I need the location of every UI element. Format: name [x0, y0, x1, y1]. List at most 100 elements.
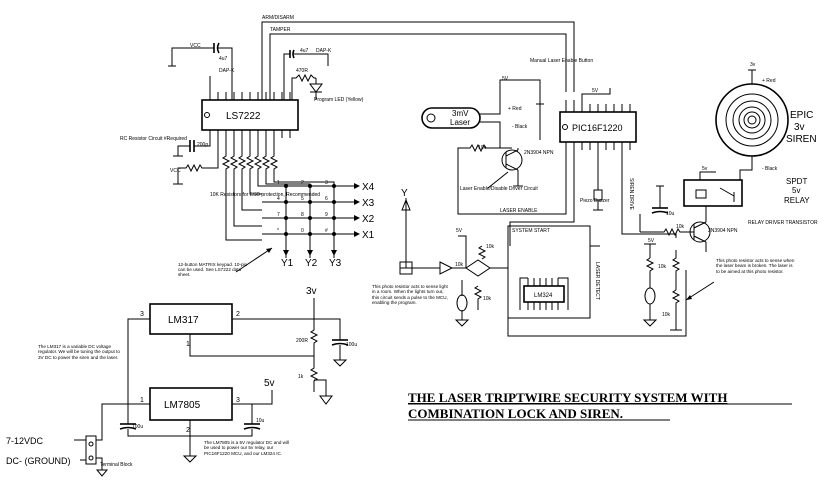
- cap-relay: 10u: [666, 211, 675, 217]
- res-sensor-3: 10k: [483, 296, 492, 302]
- lm317-note: The LM317 is a variable DC voltage regul…: [38, 344, 120, 360]
- transistor-relay: 2N3904 NPN: [708, 228, 738, 234]
- pin-317-adj: 1: [186, 341, 190, 348]
- col-y1: Y1: [281, 258, 294, 269]
- rc-note-label: RC Resistor Circuit #Required: [120, 136, 187, 142]
- laser-label-2: Laser: [450, 118, 470, 127]
- lm7805-note: The LM7805 is a 5V regulator DC and will…: [204, 440, 289, 456]
- key-8: 8: [301, 212, 304, 218]
- relay-section: 5v SPDT 5v RELAY RELAY DRIVER TRANSISTOR…: [639, 166, 818, 252]
- key-2: 2: [301, 180, 304, 186]
- cap-mid-label: 4u7: [300, 48, 309, 54]
- input-dc-plus: 7-12VDC: [6, 436, 44, 446]
- laser-black: - Black: [512, 124, 528, 130]
- cap-10u: 10u: [256, 418, 265, 424]
- ls7222-chip: [201, 99, 299, 131]
- key-4: 4: [277, 196, 280, 202]
- v5-laser: 5V: [502, 76, 509, 82]
- laser-detect-label: LASER DETECT: [594, 262, 600, 300]
- pin-317-in: 3: [140, 311, 144, 318]
- laser-enable-label: LASER ENABLE: [500, 208, 538, 214]
- power-supply-section: LM317 3 2 1 3v 200R 1k 100u LM7805 1 3 2…: [6, 286, 357, 477]
- input-dc-minus: DC- (GROUND): [6, 456, 71, 466]
- vcc-label-1: VCC: [190, 43, 201, 49]
- res-sensor-1: 10k: [455, 262, 464, 268]
- title-line-1: THE LASER TRIPTWIRE SECURITY SYSTEM WITH: [408, 390, 727, 405]
- lm7805-chip: [149, 387, 233, 421]
- arm-disarm-label: ARM/DISARM: [262, 15, 294, 21]
- cap-100u: 100u: [346, 342, 357, 348]
- sensor-section: Y 10k 5V 10k 10k This photo resistor act…: [372, 188, 794, 337]
- siren-label-3: SIREN: [786, 134, 817, 145]
- relay-driver-label: RELAY DRIVER TRANSISTOR: [748, 220, 818, 226]
- lm324-chip: [523, 285, 565, 303]
- keypad-controller-section: VCC 4u7 DAP-K 4u7 DAP-K 470R Program LED…: [120, 42, 364, 258]
- ls7222-bottom-pins: [209, 130, 291, 138]
- axis-y: Y: [401, 188, 408, 199]
- res-relay: 10k: [676, 224, 685, 230]
- siren-red: + Red: [762, 78, 776, 84]
- pin-7805-gnd: 2: [186, 427, 190, 434]
- res-laser: 10k: [478, 145, 487, 151]
- res-200r: 200R: [296, 338, 308, 344]
- cap-mid-type: DAP-K: [316, 48, 332, 54]
- keypad-note: 12-button MATRIX keypad. 10-pin can be u…: [178, 262, 247, 277]
- laser-red: + Red: [508, 106, 522, 112]
- key-3: 3: [325, 180, 328, 186]
- key-6: 6: [325, 196, 328, 202]
- res-cap-left-label: 200p: [197, 142, 208, 148]
- system-start-label: SYSTEM START: [512, 228, 550, 234]
- manual-laser-label: Manual Laser Enable Button: [530, 58, 593, 64]
- siren-black: - Black: [762, 166, 778, 172]
- out-5v: 5v: [264, 378, 275, 389]
- out-3v: 3v: [306, 286, 317, 297]
- lm317-chip: [149, 303, 233, 335]
- ls7222-label: LS7222: [226, 111, 261, 122]
- res-note-label: 10K Resistors for ESD protection, Recomm…: [210, 192, 320, 198]
- ls7222-top-pins: [209, 92, 291, 100]
- reg-7805-label: LM7805: [164, 400, 201, 411]
- relay-box: [683, 179, 743, 207]
- col-y3: Y3: [329, 258, 342, 269]
- v5-mcu: 5V: [592, 88, 599, 94]
- laser-transistor: [501, 149, 523, 171]
- col-y2: Y2: [305, 258, 318, 269]
- laser-section: 3mV Laser 5V + Red - Black Manual Laser …: [421, 58, 593, 215]
- transistor-laser: 2N3904 NPN: [524, 150, 554, 156]
- mcu-section: PIC16F1220 5V Piezo Buzzer SIREN DRIVE: [509, 88, 677, 246]
- cap-100u-2: 100u: [132, 424, 143, 430]
- siren-v: 3v: [750, 62, 756, 68]
- row-x3: X3: [362, 198, 375, 209]
- tamper-label: TAMPER: [270, 27, 291, 33]
- laser-module: [421, 107, 481, 129]
- mcu-label: PIC16F1220: [572, 123, 623, 133]
- res-sensor-2: 10k: [486, 244, 495, 250]
- siren-label-1: EPIC: [790, 110, 813, 121]
- siren-body: [715, 83, 789, 157]
- reg-317-label: LM317: [168, 315, 199, 326]
- v5-sensor: 5V: [456, 228, 463, 234]
- cap-top-type: DAP-K: [219, 68, 235, 74]
- res-sensor-r1: 10k: [658, 264, 667, 270]
- row-x1: X1: [362, 230, 375, 241]
- opamp-label: LM324: [534, 293, 553, 299]
- res-1k: 1k: [298, 374, 304, 380]
- key-5: 5: [301, 196, 304, 202]
- key-1: 1: [277, 180, 280, 186]
- pin-7805-out: 3: [236, 397, 240, 404]
- key-0: 0: [301, 228, 304, 234]
- sensor-note-left: This photo resistor acts to sense light …: [372, 284, 448, 305]
- keypad-switch-dots: [284, 184, 336, 236]
- terminal-block: [85, 435, 97, 465]
- siren-drive-label: SIREN DRIVE: [628, 178, 634, 211]
- esd-resistor-ladder: [221, 138, 279, 180]
- sensor-note-right: This photo resistor acts to sense when t…: [716, 258, 794, 274]
- v5-sensor-r: 5V: [648, 238, 655, 244]
- laser-driver-note: Laser Enable/Disable Driver Circuit: [460, 186, 538, 192]
- relay-label-1: SPDT: [786, 177, 807, 186]
- key-9: 9: [325, 212, 328, 218]
- pin-317-out: 2: [236, 311, 240, 318]
- pin-7805-in: 1: [140, 397, 144, 404]
- piezo-label: Piezo Buzzer: [580, 198, 610, 204]
